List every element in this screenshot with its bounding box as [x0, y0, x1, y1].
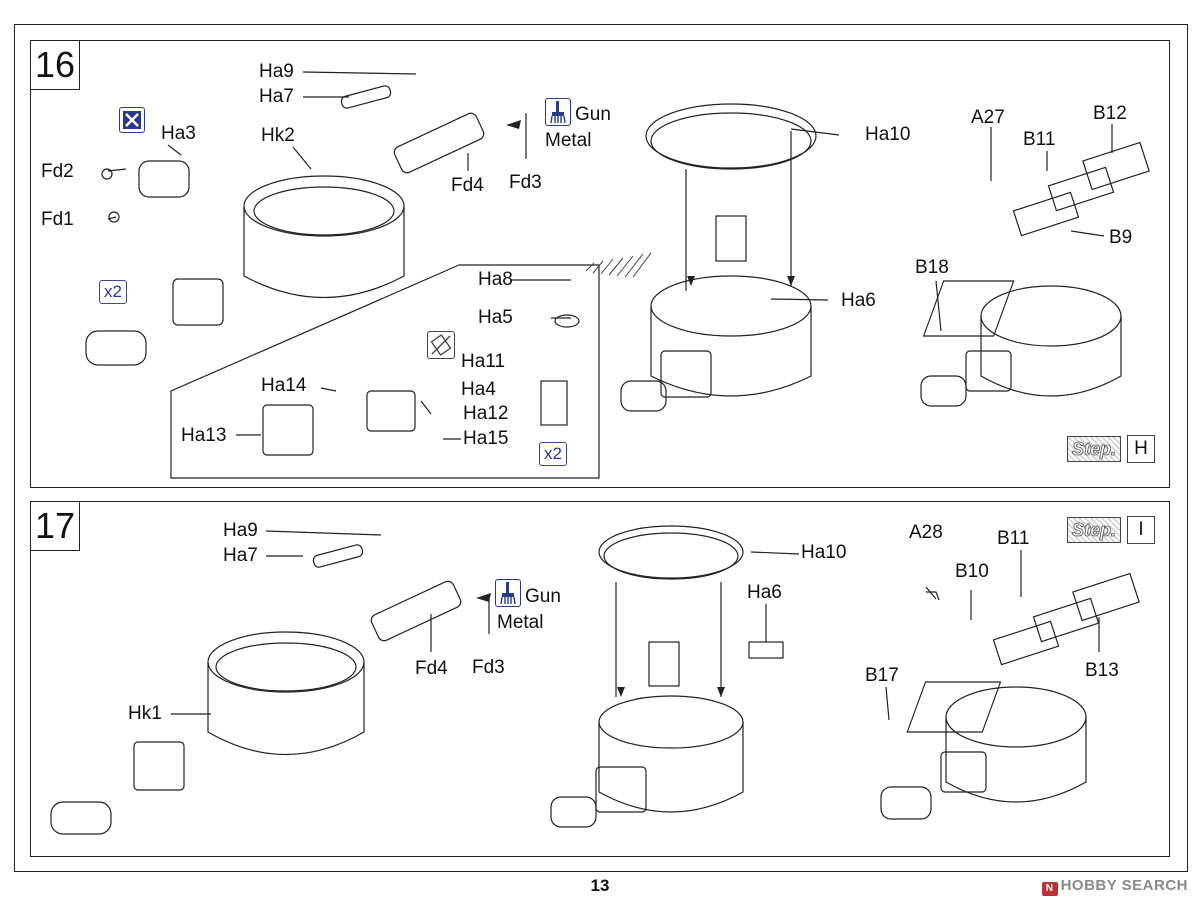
watermark-logo: N	[1041, 882, 1058, 896]
label-ha11: Ha11	[461, 351, 506, 372]
step-word: Step.	[1067, 436, 1122, 462]
label-b10: B10	[955, 561, 989, 582]
label-ha10: Ha10	[801, 542, 847, 563]
paint-brush-icon	[545, 98, 571, 126]
no-glue-icon	[427, 331, 455, 359]
step-letter: I	[1127, 516, 1156, 544]
glue-icon	[119, 107, 145, 133]
label-ha3: Ha3	[161, 123, 196, 144]
label-b11: B11	[997, 528, 1030, 549]
label-b9: B9	[1109, 227, 1133, 248]
label-ha7: Ha7	[259, 86, 294, 107]
label-b12: B12	[1093, 103, 1127, 124]
quantity-badge-x2: x2	[99, 280, 127, 304]
step-17-drawing	[50, 525, 1140, 835]
label-ha6: Ha6	[747, 582, 782, 603]
label-b11: B11	[1023, 129, 1056, 150]
step-letter: H	[1127, 435, 1156, 463]
label-ha9: Ha9	[259, 61, 294, 82]
step-number: 17	[30, 501, 80, 551]
label-ha15: Ha15	[463, 428, 509, 449]
paint-brush-icon	[495, 579, 521, 607]
label-fd4: Fd4	[415, 658, 448, 679]
label-fd2: Fd2	[41, 161, 74, 182]
label-hk1: Hk1	[128, 703, 162, 724]
label-ha4: Ha4	[461, 379, 496, 400]
watermark-text: HOBBY SEARCH	[1060, 877, 1188, 894]
label-ha12: Ha12	[463, 403, 509, 424]
label-b18: B18	[915, 257, 949, 278]
step-word: Step.	[1067, 517, 1122, 543]
label-a28: A28	[909, 522, 943, 543]
sub-step-indicator: Step. I	[1067, 516, 1156, 544]
label-b17: B17	[865, 665, 899, 686]
label-ha5: Ha5	[478, 307, 513, 328]
step-16-drawing	[85, 71, 1150, 479]
label-ha7: Ha7	[223, 545, 258, 566]
step-16-panel: 16	[30, 40, 1170, 488]
label-ha10: Ha10	[865, 124, 911, 145]
label-gun: Gun	[575, 104, 611, 125]
sub-step-indicator: Step. H	[1067, 435, 1156, 463]
label-fd4: Fd4	[451, 175, 484, 196]
label-ha8: Ha8	[478, 269, 513, 290]
quantity-badge-x2-inset: x2	[539, 442, 567, 466]
label-fd1: Fd1	[41, 209, 74, 230]
label-ha14: Ha14	[261, 375, 307, 396]
label-metal: Metal	[545, 130, 592, 151]
label-metal: Metal	[497, 612, 544, 633]
label-fd3: Fd3	[509, 172, 542, 193]
label-gun: Gun	[525, 586, 561, 607]
label-b13: B13	[1085, 660, 1119, 681]
label-hk2: Hk2	[261, 125, 295, 146]
label-ha6: Ha6	[841, 290, 876, 311]
label-a27: A27	[971, 107, 1005, 128]
label-ha13: Ha13	[181, 425, 227, 446]
label-fd3: Fd3	[472, 657, 505, 678]
label-ha9: Ha9	[223, 520, 258, 541]
instruction-sheet-frame	[14, 24, 1188, 872]
step-17-panel: 17	[30, 501, 1170, 857]
step-number: 16	[30, 40, 80, 90]
page-number: 13	[590, 876, 610, 895]
